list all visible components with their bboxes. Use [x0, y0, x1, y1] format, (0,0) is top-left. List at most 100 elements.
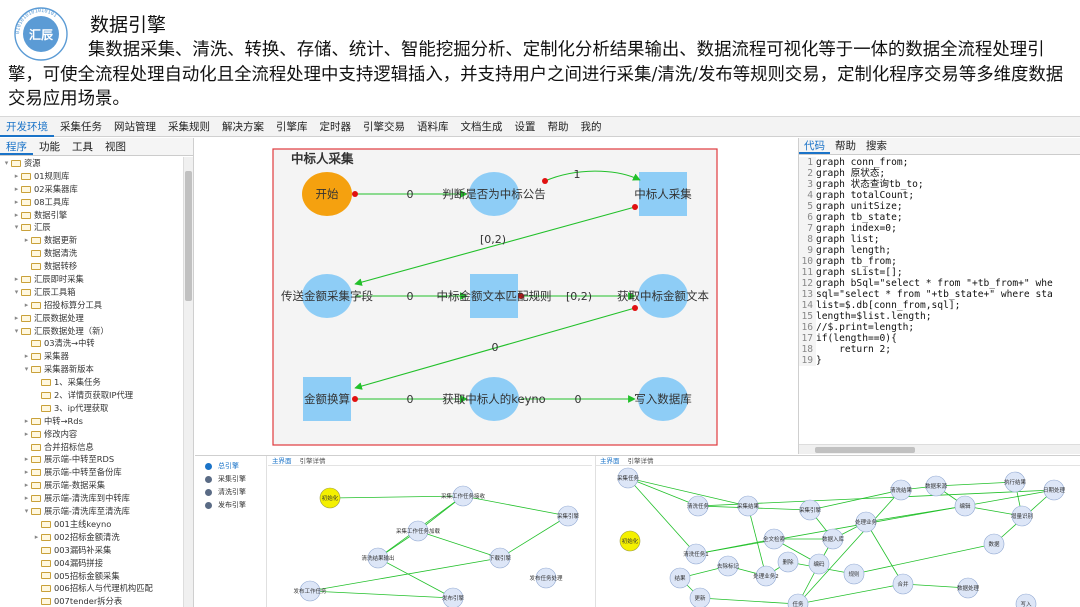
pane-tab[interactable]: 引擎详情	[627, 457, 654, 465]
chevron-down-icon[interactable]: ▾	[4, 159, 9, 167]
mini-node[interactable]	[689, 587, 711, 607]
code-hscrollbar[interactable]	[799, 444, 1080, 454]
chevron-down-icon[interactable]: ▾	[24, 365, 29, 374]
tree-node[interactable]: 03清洗→中转	[0, 337, 184, 350]
chevron-down-icon[interactable]: ▾	[14, 326, 19, 335]
tree-node[interactable]: ▸展示端-中转至备份库	[0, 466, 184, 479]
tree-node[interactable]: ▾采集器新版本	[0, 363, 184, 376]
flow-node-judge[interactable]	[469, 172, 519, 216]
mini-node[interactable]	[299, 580, 321, 602]
tree-node[interactable]: ▸数据引擎	[0, 209, 184, 222]
mini-node[interactable]	[1004, 471, 1026, 493]
left-tab[interactable]: 程序	[0, 138, 33, 155]
chevron-right-icon[interactable]: ▸	[24, 300, 29, 309]
mini-node[interactable]	[777, 551, 799, 573]
tree-node[interactable]: 合并招标信息	[0, 441, 184, 454]
menu-item[interactable]: 解决方案	[222, 120, 264, 133]
flow-node-write_db[interactable]	[638, 377, 688, 421]
chevron-right-icon[interactable]: ▸	[14, 210, 19, 219]
pane-tab[interactable]: 主界面	[272, 457, 292, 465]
flow-edge-judge_bidder[interactable]	[544, 170, 641, 182]
chevron-right-icon[interactable]: ▸	[24, 429, 29, 438]
tree-node[interactable]: ▾汇辰	[0, 221, 184, 234]
chevron-right-icon[interactable]: ▸	[14, 275, 19, 284]
mini-node[interactable]	[452, 485, 474, 507]
flow-node-start[interactable]	[302, 172, 352, 216]
mini-node[interactable]	[557, 505, 579, 527]
scrollbar-thumb[interactable]	[185, 171, 192, 301]
mini-node[interactable]	[843, 563, 865, 585]
mini-node[interactable]	[1011, 505, 1033, 527]
mini-node-start[interactable]	[619, 530, 641, 552]
mini-node[interactable]	[890, 479, 912, 501]
tree-node[interactable]: ▸002招标金额清洗	[0, 531, 184, 544]
tree-node[interactable]: 004漏码拼接	[0, 557, 184, 570]
tree-node[interactable]: ▸02采集器库	[0, 183, 184, 196]
chevron-right-icon[interactable]: ▸	[14, 184, 19, 193]
tree-node[interactable]: 3、ip代理获取	[0, 402, 184, 415]
tree-node[interactable]: ▸修改内容	[0, 428, 184, 441]
mini-node[interactable]	[1043, 479, 1065, 501]
chevron-right-icon[interactable]: ▸	[34, 532, 39, 541]
mini-node[interactable]	[799, 499, 821, 521]
tree-node[interactable]: ▸招投标算分工具	[0, 299, 184, 312]
mini-node[interactable]	[892, 573, 914, 595]
tree-node[interactable]: ▸汇辰数据处理	[0, 312, 184, 325]
menu-item[interactable]: 定时器	[319, 120, 352, 133]
chevron-right-icon[interactable]: ▸	[24, 352, 29, 361]
tree-node[interactable]: 数据转移	[0, 260, 184, 273]
mini-node[interactable]	[957, 577, 979, 599]
tree-scrollbar[interactable]	[183, 157, 193, 607]
chevron-right-icon[interactable]: ▸	[24, 481, 29, 490]
tree-node[interactable]: ▸采集器	[0, 350, 184, 363]
pane-tab[interactable]: 引擎详情	[299, 457, 326, 465]
tree-node[interactable]: ▾展示端-清洗库至清洗库	[0, 505, 184, 518]
pane-tab[interactable]: 主界面	[600, 457, 620, 465]
engine-nav-item[interactable]: 清洗引擎	[195, 486, 266, 499]
tree-node[interactable]: 003漏码补采集	[0, 544, 184, 557]
engine-nav-item[interactable]: 总引擎	[195, 460, 266, 473]
mini-node[interactable]	[617, 467, 639, 489]
flow-node-match[interactable]	[470, 274, 518, 318]
chevron-right-icon[interactable]: ▸	[14, 197, 19, 206]
tree-node[interactable]: ▸数据更新	[0, 234, 184, 247]
menu-item[interactable]: 文档生成	[460, 120, 503, 133]
tree-node[interactable]: 001主线keyno	[0, 518, 184, 531]
mini-node[interactable]	[737, 495, 759, 517]
tree-node[interactable]: ▸中转→Rds	[0, 415, 184, 428]
mini-node-start[interactable]	[319, 487, 341, 509]
tree-node[interactable]: ▸08工具库	[0, 196, 184, 209]
chevron-right-icon[interactable]: ▸	[24, 468, 29, 477]
flow-node-convert[interactable]	[303, 377, 351, 421]
code-tab[interactable]: 搜索	[866, 140, 887, 152]
menu-item[interactable]: 开发环境	[0, 117, 54, 137]
tree-node[interactable]: ▸展示端-中转至RDS	[0, 453, 184, 466]
tree-node[interactable]: 007tender拆分表	[0, 595, 184, 607]
mini-node[interactable]	[954, 495, 976, 517]
chevron-right-icon[interactable]: ▸	[14, 313, 19, 322]
tree-node[interactable]: ▾资源	[0, 157, 184, 170]
chevron-right-icon[interactable]: ▸	[24, 455, 29, 464]
chevron-down-icon[interactable]: ▾	[24, 507, 29, 516]
mini-node[interactable]	[983, 533, 1005, 555]
mini-node[interactable]	[717, 555, 739, 577]
menu-item[interactable]: 我的	[580, 120, 602, 133]
mini-node[interactable]	[407, 520, 429, 542]
mini-node[interactable]	[367, 547, 389, 569]
mini-node[interactable]	[442, 587, 464, 607]
flow-node-get_keyno[interactable]	[469, 377, 519, 421]
mini-node[interactable]	[787, 593, 809, 607]
flow-node-bidder[interactable]	[639, 172, 687, 216]
mini-node[interactable]	[808, 553, 830, 575]
menu-item[interactable]: 采集任务	[60, 120, 102, 133]
tree-node[interactable]: ▸展示端-数据采集	[0, 479, 184, 492]
menu-item[interactable]: 帮助	[547, 120, 569, 133]
chevron-right-icon[interactable]: ▸	[24, 494, 29, 503]
tree-node[interactable]: 1、采集任务	[0, 376, 184, 389]
mini-node[interactable]	[925, 475, 947, 497]
menu-item[interactable]: 引擎交易	[363, 120, 405, 133]
left-tab[interactable]: 视图	[105, 141, 126, 153]
mini-node[interactable]	[489, 547, 511, 569]
